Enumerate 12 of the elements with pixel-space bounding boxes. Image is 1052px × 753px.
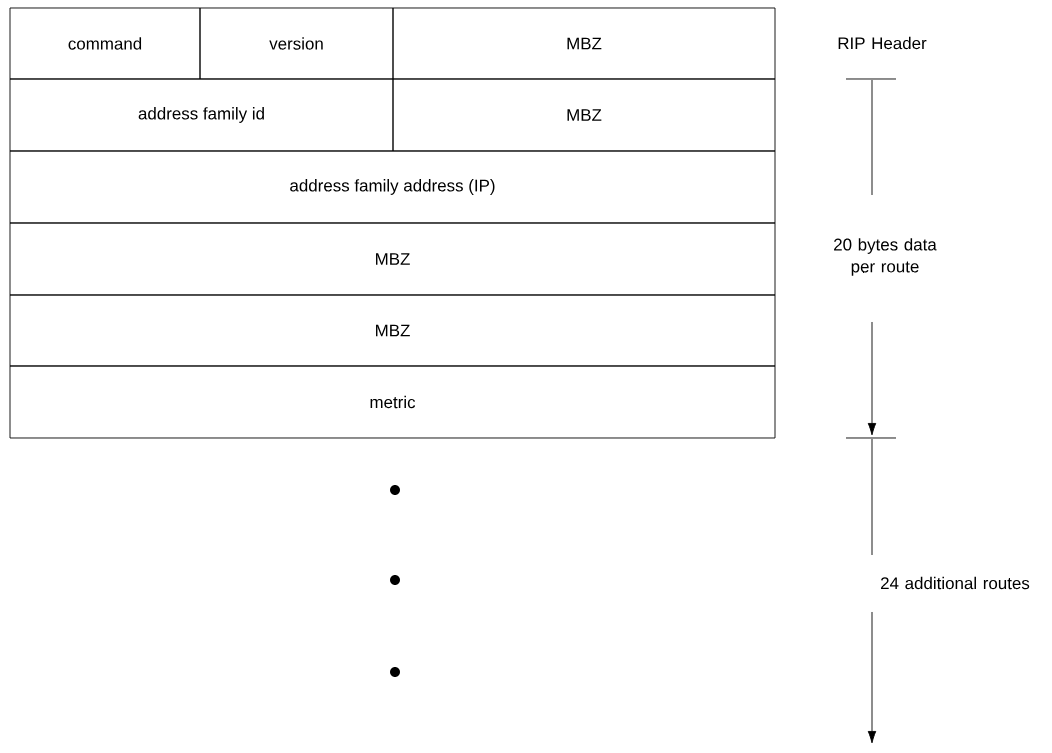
table-cell: command (9, 7, 201, 80)
table-cell: MBZ (392, 7, 776, 80)
table-cell: MBZ (9, 222, 776, 296)
table-cell: address family address (IP) (9, 150, 776, 224)
table-cell: metric (9, 365, 776, 439)
dimension-text: RIP Header (838, 36, 927, 50)
dimension-text: 20 bytes data per route (834, 238, 937, 276)
dimension-text: 24 additional routes (881, 576, 1030, 590)
table-cell: address family id (9, 78, 394, 152)
table-cell: MBZ (9, 294, 776, 367)
table-cell: MBZ (392, 78, 776, 152)
table-cell: version (199, 7, 394, 80)
